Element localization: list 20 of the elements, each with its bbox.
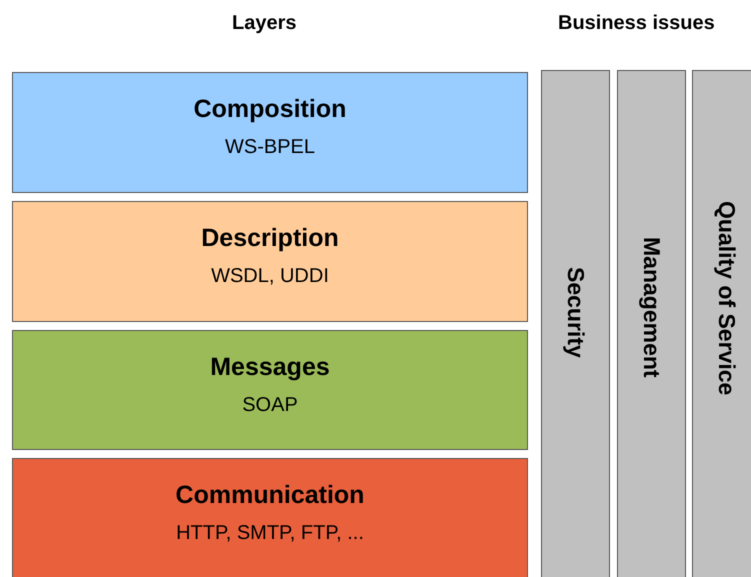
protocol-list: WS-BPEL bbox=[224, 136, 316, 159]
column-heading: Layers bbox=[232, 12, 296, 35]
layer-box bbox=[12, 330, 528, 450]
protocol-list: HTTP, SMTP, FTP, ... bbox=[176, 522, 364, 545]
layer-title: Communication bbox=[176, 481, 364, 510]
layer-title: Description bbox=[201, 224, 339, 253]
layer-box bbox=[12, 72, 528, 193]
business-issue-bar bbox=[541, 70, 610, 577]
layer-title: Composition bbox=[194, 95, 346, 124]
layer-box bbox=[12, 201, 528, 322]
business-issue-bar bbox=[617, 70, 686, 577]
issue-label: Quality of Service bbox=[713, 201, 740, 396]
issue-label: Management bbox=[638, 237, 665, 378]
layer-box bbox=[12, 458, 528, 577]
column-heading: Business issues bbox=[558, 12, 715, 35]
layer-title: Messages bbox=[210, 353, 330, 382]
protocol-list: SOAP bbox=[242, 394, 298, 417]
protocol-list: WSDL, UDDI bbox=[211, 265, 329, 288]
business-issue-bar bbox=[692, 70, 751, 577]
issue-label: Security bbox=[562, 267, 589, 358]
